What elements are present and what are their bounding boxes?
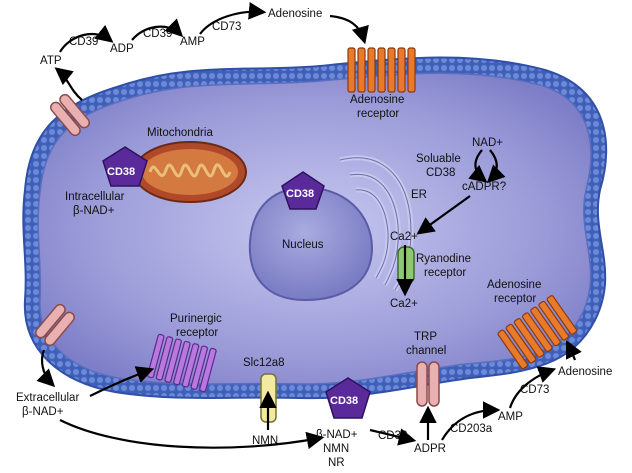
slc12a8-label: Slc12a8 xyxy=(243,357,285,369)
adenosine-receptor-right xyxy=(497,295,578,370)
nad-release-arrow xyxy=(36,349,56,388)
trp-channel xyxy=(416,361,440,407)
ca2-inside-label: Ca2+ xyxy=(390,231,418,243)
mitochondria-label: Mitochondria xyxy=(147,127,213,139)
svg-text:CD38: CD38 xyxy=(107,166,135,178)
mitochondria xyxy=(133,141,247,203)
nad-to-cadpr-arrow-1 xyxy=(468,149,488,183)
nad-list-2: NMN xyxy=(323,443,349,455)
er-label: ER xyxy=(411,189,427,201)
adenosine-receptor-right-label-1: Adenosine xyxy=(487,279,541,291)
adenosine-to-receptor-arrow xyxy=(329,14,369,45)
cd73-bottom-label: CD73 xyxy=(520,384,549,396)
intracellular-label-1: Intracellular xyxy=(65,191,125,203)
atp-label: ATP xyxy=(40,55,62,67)
amp-bottom-label: AMP xyxy=(498,411,523,423)
purinergic-label-1: Purinergic xyxy=(170,313,222,325)
soluble-label-2: CD38 xyxy=(426,167,455,179)
extracellular-label-1: Extracellular xyxy=(16,392,79,404)
ryanodine-label-2: receptor xyxy=(424,267,466,279)
soluble-label-1: Soluable xyxy=(416,153,461,165)
trp-label-2: channel xyxy=(406,345,446,357)
nucleus xyxy=(248,186,374,302)
adp-to-amp-arrow xyxy=(131,18,184,41)
intracellular-label-2: β-NAD+ xyxy=(73,205,115,217)
amp-to-adenosine-bottom-arrow xyxy=(508,366,557,409)
adenosine-receptor-top xyxy=(347,47,416,93)
amp-top-label: AMP xyxy=(180,36,205,48)
ca2-outside-label: Ca2+ xyxy=(390,298,418,310)
adpr-to-amp-arrow xyxy=(441,401,501,441)
adenosine-right-label: Adenosine xyxy=(558,366,612,378)
nad-to-purinergic-arrow xyxy=(89,366,155,397)
atp-to-adp-arrow xyxy=(59,24,114,53)
trp-label-1: TRP xyxy=(414,331,437,343)
nad-list-1: β-NAD+ xyxy=(316,429,358,441)
adpr-label: ADPR xyxy=(414,443,446,455)
cd38-membrane-badge: CD38 xyxy=(325,377,371,419)
adenosine-receptor-top-label-2: receptor xyxy=(357,108,399,120)
amp-to-adenosine-arrow xyxy=(199,2,267,35)
cadpr-to-ca2-arrow xyxy=(416,195,471,235)
nad-to-cadpr-arrow-2 xyxy=(486,149,506,184)
nad-list-3: NR xyxy=(328,457,345,469)
nad-to-cd38-arrow xyxy=(59,419,325,450)
adenosine-receptor-right-label-2: receptor xyxy=(494,293,536,305)
adenosine-to-receptor-bottom-arrow xyxy=(566,340,582,361)
cd39-label-a: CD39 xyxy=(69,36,98,48)
purinergic-label-2: receptor xyxy=(176,327,218,339)
extracellular-label-2: β-NAD+ xyxy=(22,406,64,418)
svg-text:CD38: CD38 xyxy=(286,188,314,200)
cd38-to-adpr-arrow xyxy=(369,428,417,446)
cd38-nucleus-badge: CD38 xyxy=(281,171,325,210)
adp-label: ADP xyxy=(110,43,134,55)
nucleus-label: Nucleus xyxy=(282,239,324,251)
cadpr-label: cADPR? xyxy=(462,181,506,193)
left-channel-bottom xyxy=(35,303,75,347)
adenosine-receptor-top-label-1: Adenosine xyxy=(350,94,404,106)
cd38-mito-badge: CD38 xyxy=(102,146,148,187)
svg-text:CD38: CD38 xyxy=(330,395,358,407)
adenosine-top-label: Adenosine xyxy=(268,8,322,20)
cd73-top-label: CD73 xyxy=(212,21,241,33)
atp-release-arrow xyxy=(54,67,83,101)
cd203a-label: CD203a xyxy=(450,423,493,435)
left-channel-top xyxy=(50,93,90,137)
ryanodine-label-1: Ryanodine xyxy=(416,253,471,265)
nad-plus-label: NAD+ xyxy=(472,137,503,149)
purinergic-receptor xyxy=(147,333,217,393)
